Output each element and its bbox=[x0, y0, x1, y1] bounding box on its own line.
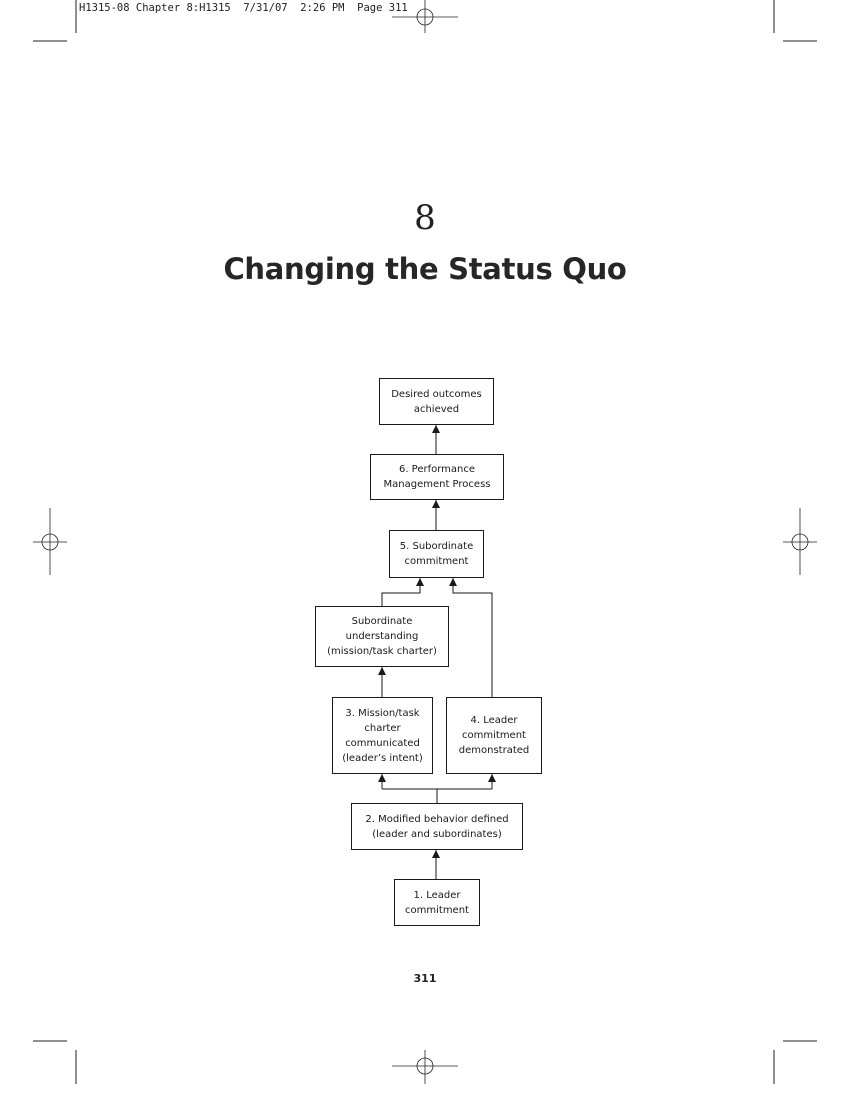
box-leader-commitment: 1. Leader commitment bbox=[394, 879, 480, 926]
diagram-connectors bbox=[378, 425, 496, 879]
registration-mark-bottom bbox=[392, 1050, 458, 1084]
box-subordinate-understanding: Subordinate understanding (mission/task … bbox=[315, 606, 449, 667]
box-mission-charter: 3. Mission/task charter communicated (le… bbox=[332, 697, 433, 774]
crop-marks bbox=[33, 0, 817, 1084]
box-desired-outcomes: Desired outcomes achieved bbox=[379, 378, 494, 425]
registration-mark-top bbox=[392, 0, 458, 33]
print-slug: H1315-08 Chapter 8:H1315 7/31/07 2:26 PM… bbox=[79, 2, 408, 14]
chapter-number: 8 bbox=[414, 198, 436, 238]
arrow-understanding-to-5 bbox=[381, 578, 424, 606]
box-modified-behavior: 2. Modified behavior defined (leader and… bbox=[351, 803, 523, 850]
chapter-title: Changing the Status Quo bbox=[223, 252, 627, 286]
registration-mark-right bbox=[783, 508, 817, 575]
box-leader-commitment-demonstrated: 4. Leader commitment demonstrated bbox=[446, 697, 542, 774]
box-subordinate-commitment: 5. Subordinate commitment bbox=[389, 530, 484, 578]
page-number: 311 bbox=[413, 972, 437, 985]
registration-mark-left bbox=[33, 508, 67, 575]
box-performance-management: 6. Performance Management Process bbox=[370, 454, 504, 500]
arrow-4-to-5 bbox=[449, 578, 493, 697]
